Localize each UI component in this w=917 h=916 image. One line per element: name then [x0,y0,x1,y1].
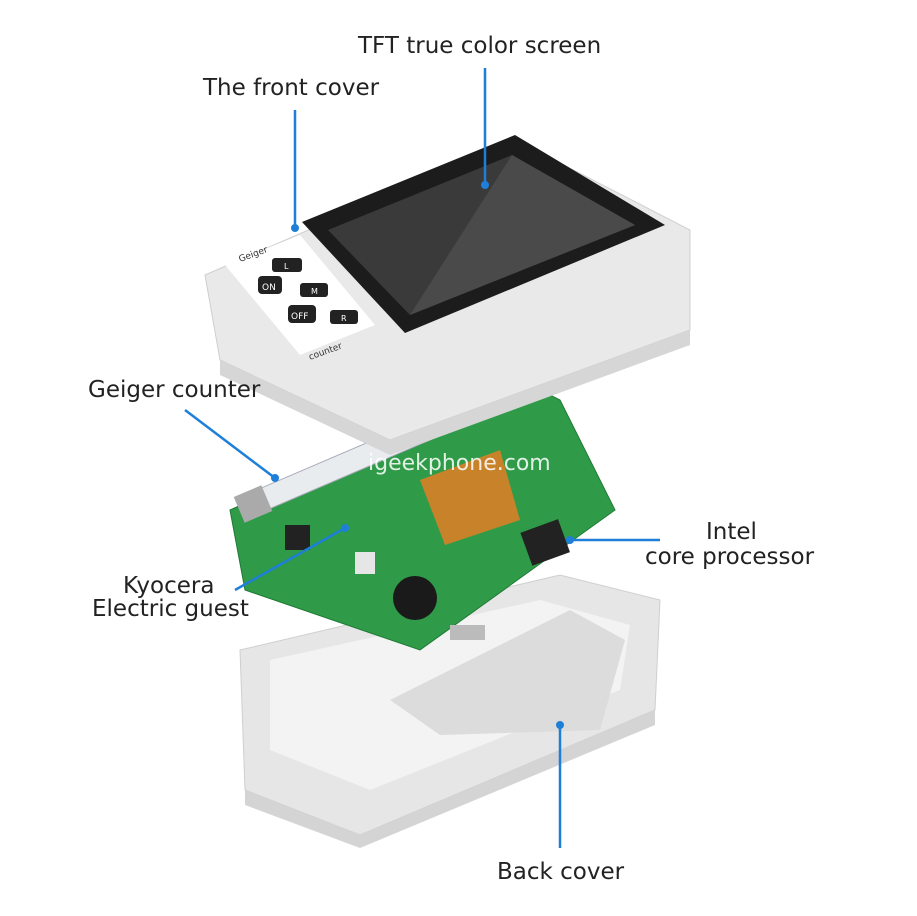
pcb-board [229,379,616,651]
leader-lines [184,68,660,848]
label-geiger-counter: Geiger counter [88,377,261,403]
leader-geiger [184,409,276,479]
label-kyocera-2: Electric guest [92,596,249,622]
label-kyocera-1: Kyocera [123,573,215,599]
label-intel-1: Intel [706,519,757,545]
device-r-button: R [341,314,347,323]
watermark: igeekphone.com [368,451,551,476]
device-off-button: OFF [291,312,308,322]
front-cover-shell: Geiger counter ON OFF L M R [204,135,691,455]
label-back-cover: Back cover [497,859,625,885]
device-m-button: M [311,287,318,296]
back-cover-shell [239,574,661,848]
label-screen: TFT true color screen [358,33,602,59]
label-front-cover: The front cover [203,75,380,101]
label-intel-2: core processor [645,544,815,570]
device-on-button: ON [262,283,276,293]
leader-kyocera [234,526,346,592]
device-l-button: L [284,262,289,271]
